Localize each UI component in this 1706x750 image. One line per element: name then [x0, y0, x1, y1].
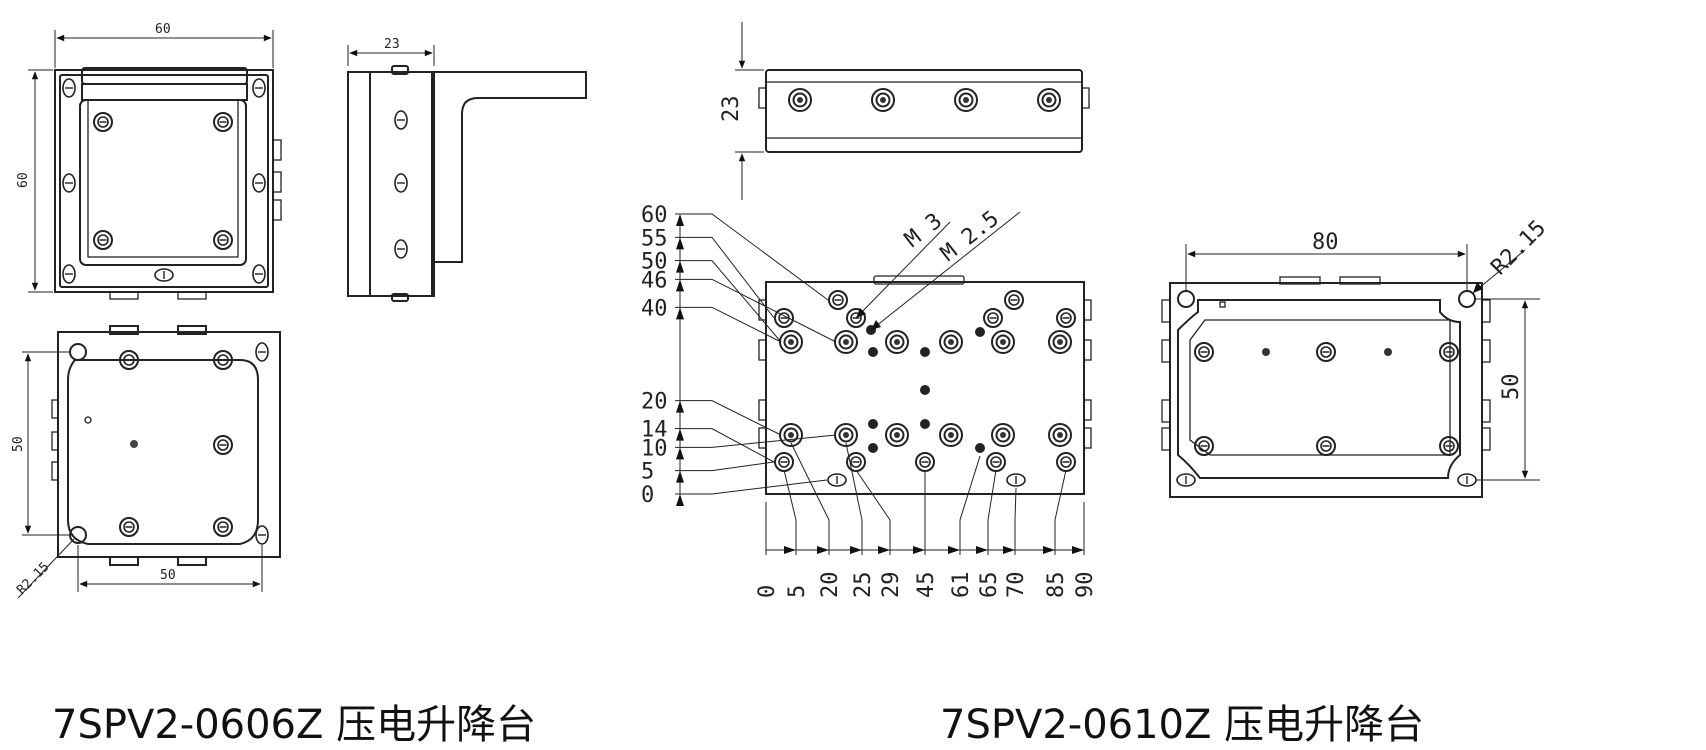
x-position-arrow: [948, 546, 960, 554]
dim-0606-corner-radius: R2.15: [14, 560, 52, 598]
y-position-leader: [675, 428, 775, 463]
y-position-label: 60: [641, 203, 668, 228]
dim-0610-bottom-span-x: 80: [1312, 230, 1339, 255]
x-position-arrow: [913, 546, 925, 554]
y-position-label: 46: [641, 268, 668, 293]
y-position-arrow: [676, 400, 684, 413]
dim-0610-corner-radius: R2.15: [1487, 216, 1552, 281]
x-position-label: 20: [818, 572, 843, 599]
y-position-arrow: [676, 470, 684, 483]
x-position-arrow: [976, 546, 988, 554]
x-position-arrow: [878, 546, 890, 554]
x-position-leader: [959, 455, 981, 555]
caption-0606: 7SPV2-0606Z 压电升降台: [52, 702, 537, 748]
y-position-label: 5: [641, 460, 654, 485]
y-position-label: 50: [641, 250, 668, 275]
y-position-leader: [675, 434, 837, 448]
y-position-leader: [675, 278, 837, 343]
y-position-label: 20: [641, 390, 668, 415]
y-position-arrow: [676, 279, 684, 292]
caption-0610: 7SPV2-0610Z 压电升降台: [940, 702, 1425, 748]
dim-0606-top-height: 60: [16, 172, 31, 188]
y-position-label: 14: [641, 418, 668, 443]
x-position-label: 65: [977, 572, 1002, 599]
y-position-label: 40: [641, 296, 668, 321]
x-position-label: 5: [785, 585, 810, 598]
dim-0610-bottom-span-y: 50: [1499, 374, 1524, 401]
stage-0610-side-view: 23: [719, 22, 1090, 200]
dim-0606-bottom-span-y: 50: [11, 436, 26, 452]
technical-drawing: 60 60 23: [11, 22, 1552, 599]
x-position-arrow: [1072, 546, 1084, 554]
dim-0606-bottom-span-x: 50: [160, 568, 176, 583]
y-position-leader: [675, 461, 775, 472]
x-position-label: 85: [1044, 572, 1069, 599]
y-position-arrow: [676, 237, 684, 250]
x-position-leader: [783, 469, 797, 555]
y-position-arrow: [676, 428, 684, 441]
y-position-leader: [675, 260, 782, 343]
x-position-label: 29: [879, 572, 904, 599]
y-position-leader: [675, 213, 829, 301]
stage-0606-top-view: 60 60: [16, 22, 282, 300]
x-position-arrow: [817, 546, 829, 554]
x-position-leader: [790, 442, 830, 555]
y-position-arrow: [676, 214, 684, 226]
callout-m2-5: M 2.5: [936, 206, 1004, 266]
stage-0606-bottom-view: 50 50 R2.15: [11, 325, 281, 599]
x-position-arrow: [1043, 546, 1055, 554]
dim-0606-side-thickness: 23: [384, 37, 400, 52]
y-position-arrow: [676, 447, 684, 460]
y-position-arrow: [676, 494, 684, 506]
y-position-leader: [675, 400, 782, 436]
y-position-leader: [675, 236, 775, 319]
y-position-leader: [675, 306, 782, 343]
x-position-label: 90: [1073, 572, 1098, 599]
x-position-leader: [845, 442, 863, 555]
x-position-label: 61: [949, 572, 974, 599]
x-position-label: 0: [755, 585, 780, 598]
y-position-label: 55: [641, 226, 668, 251]
y-position-arrow: [676, 307, 684, 320]
dim-0606-top-width: 60: [155, 22, 171, 37]
x-position-leader: [855, 469, 891, 555]
x-position-label: 25: [851, 572, 876, 599]
y-position-label: 10: [641, 436, 668, 461]
x-position-label: 45: [914, 572, 939, 599]
stage-0610-bottom-view: 80 50 R2.15: [1161, 216, 1552, 498]
y-position-label: 0: [641, 483, 654, 508]
x-position-leader: [1054, 469, 1067, 555]
stage-0606-side-view: 23: [347, 37, 587, 302]
y-position-leader: [675, 479, 828, 495]
x-position-arrow: [784, 546, 796, 554]
x-position-leader: [1014, 487, 1017, 555]
dim-0610-side-height: 23: [719, 96, 744, 123]
x-position-leader: [987, 469, 997, 555]
x-position-label: 70: [1004, 572, 1029, 599]
y-position-arrow: [676, 260, 684, 273]
x-position-arrow: [1003, 546, 1015, 554]
x-position-arrow: [850, 546, 862, 554]
